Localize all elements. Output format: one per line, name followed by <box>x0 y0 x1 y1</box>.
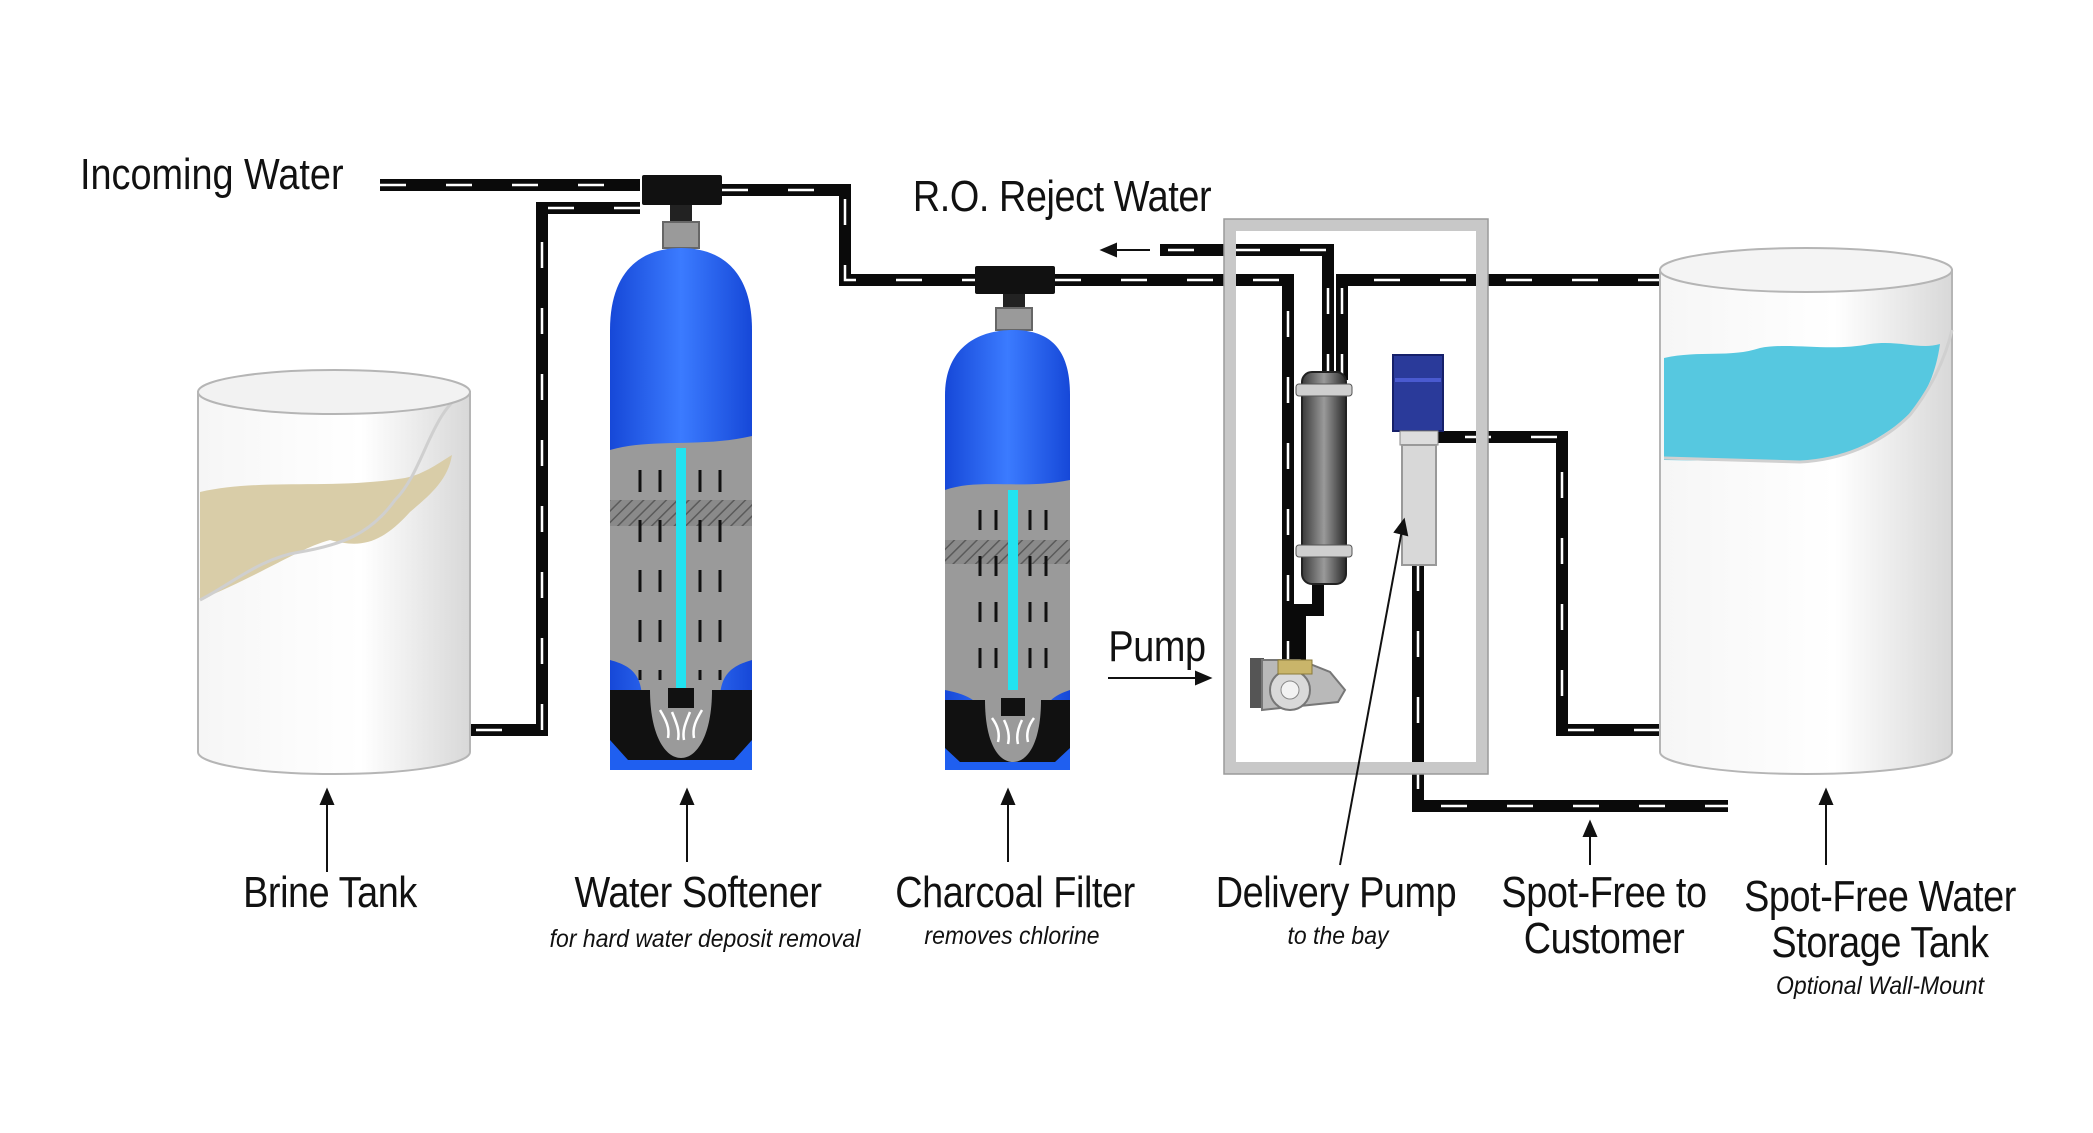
storage-to-delivery-pump-pipe <box>1425 431 1660 736</box>
brine-tank <box>197 369 471 775</box>
membrane-to-storage-pipe <box>1336 274 1660 380</box>
storage-tank-label-line1: Spot-Free Water <box>1744 872 2016 921</box>
storage-water <box>1664 343 1940 462</box>
spot-free-customer-pipe <box>1412 565 1728 812</box>
delivery-pump-sublabel: to the bay <box>1287 922 1389 950</box>
brine-tank-label: Brine Tank <box>243 868 417 917</box>
softener-to-filter-pipe <box>722 184 975 286</box>
water-softener <box>610 175 752 770</box>
charcoal-filter-label: Charcoal Filter <box>895 868 1135 917</box>
charcoal-filter <box>945 266 1070 770</box>
water-softener-sublabel: for hard water deposit removal <box>549 925 861 953</box>
ro-reject-water-label: R.O. Reject Water <box>912 172 1212 221</box>
pump-to-membrane-pipe <box>1294 585 1324 668</box>
pipe-network <box>380 179 1728 812</box>
charcoal-filter-sublabel: removes chlorine <box>924 922 1100 950</box>
delivery-pump-body <box>1401 444 1437 566</box>
spot-free-storage-tank <box>1659 247 1954 775</box>
spot-free-customer-label-line2: Customer <box>1523 914 1685 963</box>
delivery-pump-motor <box>1392 354 1444 432</box>
filter-to-pump-pipe <box>1055 274 1294 683</box>
filter-control-valve <box>975 266 1055 294</box>
label-arrows <box>319 242 1834 872</box>
incoming-water-label: Incoming Water <box>80 150 344 199</box>
delivery-pump <box>1392 354 1444 566</box>
storage-tank-sublabel: Optional Wall-Mount <box>1776 972 1984 1000</box>
water-softener-label: Water Softener <box>574 868 822 917</box>
storage-tank-label-line2: Storage Tank <box>1771 918 1989 967</box>
softener-riser-tube <box>676 448 686 688</box>
brine-line-pipe <box>468 202 640 736</box>
spot-free-customer-label-line1: Spot-Free to <box>1501 868 1707 917</box>
ro-pump <box>1250 658 1347 712</box>
pump-label: Pump <box>1108 622 1206 671</box>
softener-control-valve <box>642 175 722 205</box>
ro-reject-pipe <box>1160 244 1334 380</box>
filter-riser-tube <box>1008 490 1018 690</box>
delivery-pump-label: Delivery Pump <box>1215 868 1457 917</box>
ro-membrane <box>1295 371 1353 585</box>
